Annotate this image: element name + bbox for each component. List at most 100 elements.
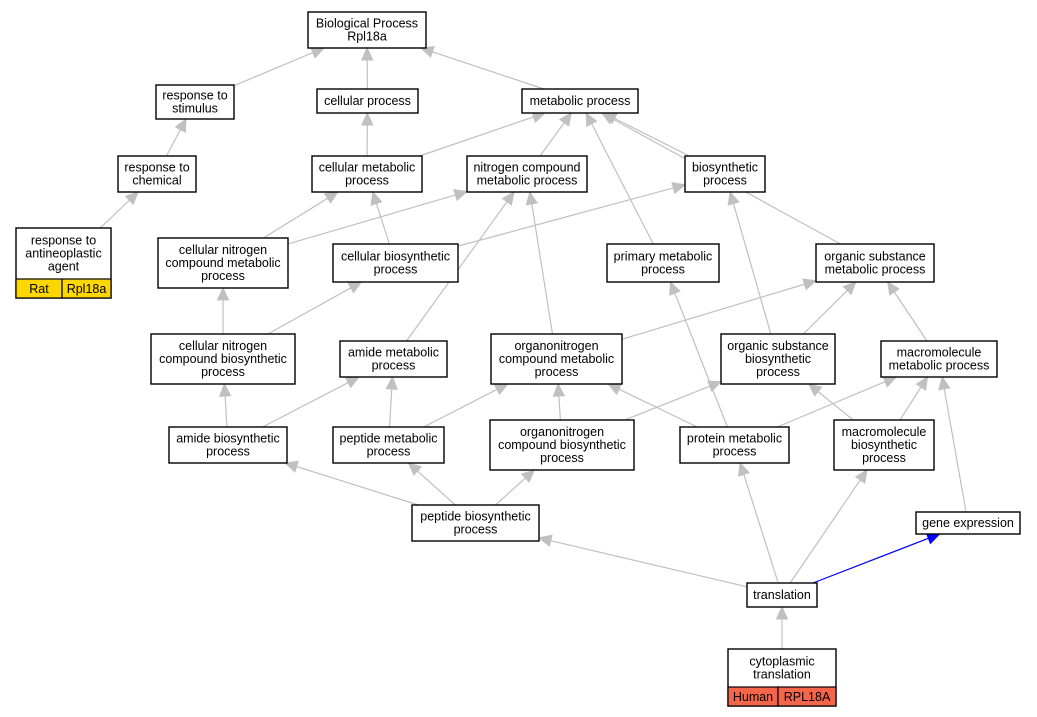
arrowhead [607,383,623,396]
node-label-line: organonitrogen [520,425,604,439]
edge-line [267,287,352,335]
node-box [155,84,235,120]
node-label-line: process [201,365,245,379]
arrowhead [669,280,681,296]
edge-line [789,479,861,584]
edges-layer [99,45,967,649]
arrowhead [520,469,536,484]
is-a-edge [624,380,723,421]
node-label-line: process [206,445,250,459]
is-a-edge [495,469,536,506]
arrowhead [737,461,750,477]
is-a-edge [216,286,230,334]
node-box [815,243,935,283]
arrowhead [493,383,509,396]
is-a-edge [552,382,566,421]
node-box [316,88,419,114]
node-box [606,243,720,283]
edge-line [558,395,561,421]
edge-line [591,123,654,245]
is-a-edge [419,111,547,157]
node-box [339,340,448,378]
node-box [684,155,766,193]
node-label-line: Biological Process [316,17,418,31]
edge-line [495,477,526,506]
edge-line [539,122,565,157]
node-label-line: cellular nitrogen [179,243,267,257]
arrowhead [938,375,951,391]
arrowhead [310,47,326,59]
node-label-line: response to [31,234,96,248]
node-label-line: translation [753,668,811,682]
edge-line [375,203,390,245]
go-term-node[interactable]: gene expression [915,511,1021,535]
is-a-edge [812,532,941,584]
node-label-line: organic substance [824,250,926,264]
node-box [307,11,427,49]
is-a-edge [539,112,572,157]
node-label-line: organic substance [727,339,829,353]
node-label-line: metabolic process [825,263,926,277]
edge-line [262,382,349,428]
node-box [311,155,423,193]
node-label-line: process [454,523,498,537]
node-box [521,88,639,114]
node-label-line: metabolic process [530,94,631,108]
node-box [150,333,296,385]
node-label-line: amide biosynthetic [176,432,280,446]
arrowhead [218,382,232,397]
arrowhead [385,375,398,390]
arrowhead [707,380,723,393]
node-label-line: compound biosynthetic [159,352,287,366]
arrowhead [887,281,900,296]
edge-line [423,388,498,428]
arrowhead [585,111,598,127]
edge-line [457,187,674,247]
is-a-edge [737,461,779,584]
is-a-edge [887,281,928,342]
node-label-line: process [535,365,579,379]
is-a-edge [385,375,398,428]
node-label-line: chemical [132,174,181,188]
go-term-node[interactable]: translation [746,582,818,608]
node-box [411,504,540,542]
node-label-line: process [756,365,800,379]
arrowhead [501,191,515,206]
node-label-line: compound biosynthetic [498,438,626,452]
arrowhead [727,190,740,206]
annotation-tag-label: RPL18A [784,690,831,704]
go-term-node[interactable]: metabolic process [521,88,639,114]
edge-line [802,290,848,335]
node-label-line: amide metabolic [348,346,439,360]
edge-line [732,203,772,335]
node-box [746,582,818,608]
is-a-edge [457,182,687,247]
node-box [466,155,588,193]
is-a-edge [602,112,690,157]
edge-line [287,194,456,245]
go-term-node[interactable]: cellular process [316,88,419,114]
